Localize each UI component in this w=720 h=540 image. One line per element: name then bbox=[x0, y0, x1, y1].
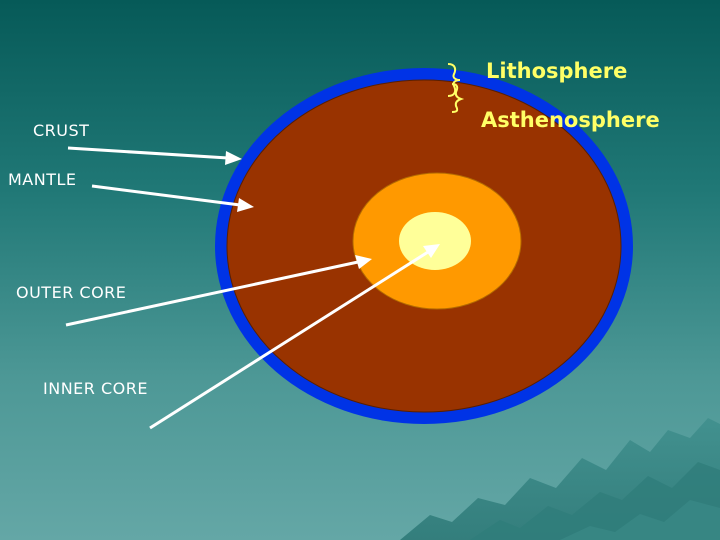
mantle-label: MANTLE bbox=[8, 170, 77, 189]
outer-core-arrow bbox=[65, 255, 372, 327]
outer-core-label: OUTER CORE bbox=[16, 283, 127, 302]
mountain-decoration bbox=[400, 418, 720, 540]
arrows bbox=[65, 146, 440, 430]
crust-label: CRUST bbox=[33, 121, 90, 140]
asthenosphere-label: Asthenosphere bbox=[481, 108, 660, 132]
crust-arrow bbox=[67, 146, 242, 165]
inner-core-arrow bbox=[149, 244, 440, 430]
asthenosphere-bracket bbox=[451, 83, 465, 113]
inner-core-label: INNER CORE bbox=[43, 379, 148, 398]
lithosphere-bracket bbox=[447, 63, 461, 97]
inner-core-layer bbox=[399, 212, 471, 270]
mantle-arrow bbox=[91, 184, 254, 212]
lithosphere-label: Lithosphere bbox=[486, 59, 628, 83]
